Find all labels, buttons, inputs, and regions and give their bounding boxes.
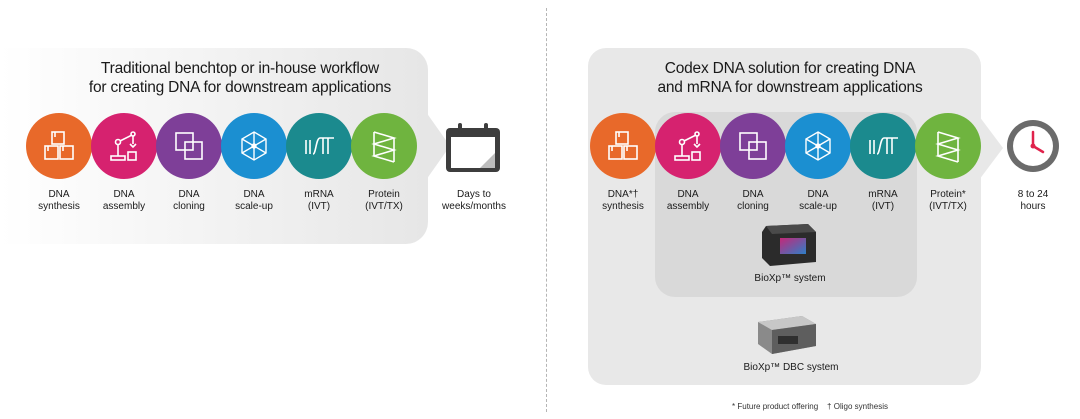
robot-arm-icon (106, 128, 142, 164)
traditional-step-6-label-line1: Protein (368, 189, 400, 200)
codex-step-2-label-line2: assembly (666, 201, 710, 212)
traditional-step-6-label-line2: (IVT/TX) (365, 201, 403, 212)
clock-icon (1005, 118, 1061, 179)
overlap-squares-icon (171, 128, 207, 164)
traditional-step-4-label-line1: DNA (243, 189, 265, 200)
network-cube-icon (236, 128, 272, 164)
codex-step-3-circle (720, 113, 786, 179)
codex-end-line2: hours (1020, 201, 1046, 212)
traditional-step-5-circle (286, 113, 352, 179)
traditional-step-4-circle (221, 113, 287, 179)
traditional-end-line1: Days to (457, 189, 491, 200)
codex-step-6-label-line1: Protein* (930, 189, 966, 200)
codex-step-5-label-line1: mRNA (868, 189, 898, 200)
codex-solution-title: Codex DNA solution for creating DNA and … (600, 59, 980, 97)
traditional-step-3-circle (156, 113, 222, 179)
section-divider (546, 8, 547, 412)
codex-step-1-circle (590, 113, 656, 179)
traditional-workflow-title: Traditional benchtop or in-house workflo… (40, 59, 440, 97)
codex-step-1-label: DNA*†synthesis (584, 189, 662, 213)
traditional-step-4-label-line2: scale-up (235, 201, 273, 212)
codex-title-line2: and mRNA for downstream applications (657, 79, 923, 96)
codex-step-3-label-line1: DNA (742, 189, 764, 200)
codex-step-2-circle (655, 113, 721, 179)
traditional-step-5-label-line2: (IVT) (307, 201, 331, 212)
boxes-icon (41, 128, 77, 164)
codex-step-6-label-line2: (IVT/TX) (929, 201, 967, 212)
codex-title-line1: Codex DNA solution for creating DNA (664, 60, 916, 77)
bioxp-dbc-system-image (754, 312, 820, 361)
bioxp-system-image (760, 222, 818, 273)
codex-step-5-label: mRNA(IVT) (844, 189, 922, 213)
codex-step-5-circle (850, 113, 916, 179)
traditional-step-2-circle (91, 113, 157, 179)
codex-step-2-label-line1: DNA (677, 189, 699, 200)
traditional-step-3-label-line2: cloning (173, 201, 205, 212)
traditional-step-6-label: Protein(IVT/TX) (345, 189, 423, 213)
footnote: * Future product offering † Oligo synthe… (732, 402, 888, 411)
traditional-end-line2: weeks/months (442, 201, 506, 212)
codex-step-1-label-line2: synthesis (602, 201, 644, 212)
codex-step-4-label-line1: DNA (807, 189, 829, 200)
traditional-title-line2: for creating DNA for downstream applicat… (88, 79, 392, 96)
traditional-step-3-label-line1: DNA (178, 189, 200, 200)
traditional-step-1-label-line1: DNA (48, 189, 70, 200)
traditional-end-label: Days to weeks/months (435, 189, 513, 213)
traditional-step-2-label-line1: DNA (113, 189, 135, 200)
traditional-title-line1: Traditional benchtop or in-house workflo… (100, 60, 380, 77)
helix-icon (366, 128, 402, 164)
mrna-wave-icon (301, 128, 337, 164)
traditional-step-1-circle (26, 113, 92, 179)
codex-step-6-label: Protein*(IVT/TX) (909, 189, 987, 213)
robot-arm-icon (670, 128, 706, 164)
calendar-icon (444, 122, 502, 179)
codex-end-label: 8 to 24 hours (994, 189, 1072, 213)
mrna-wave-icon (865, 128, 901, 164)
traditional-step-1-label-line2: synthesis (38, 201, 80, 212)
network-cube-icon (800, 128, 836, 164)
traditional-step-5-label-line1: mRNA (304, 189, 334, 200)
overlap-squares-icon (735, 128, 771, 164)
codex-step-1-label-line1: DNA*† (607, 189, 639, 200)
bioxp-dbc-system-label: BioXp™ DBC system (743, 362, 839, 373)
codex-step-4-circle (785, 113, 851, 179)
bioxp-system-label: BioXp™ system (754, 273, 826, 284)
traditional-step-5-label: mRNA(IVT) (280, 189, 358, 213)
helix-icon (930, 128, 966, 164)
codex-step-5-label-line2: (IVT) (871, 201, 895, 212)
codex-step-6-circle (915, 113, 981, 179)
codex-step-3-label-line2: cloning (737, 201, 769, 212)
boxes-icon (605, 128, 641, 164)
codex-step-4-label-line2: scale-up (799, 201, 837, 212)
traditional-step-6-circle (351, 113, 417, 179)
codex-solution-arrow (979, 116, 1003, 180)
codex-end-line1: 8 to 24 (1017, 189, 1049, 200)
traditional-step-2-label-line2: assembly (102, 201, 146, 212)
